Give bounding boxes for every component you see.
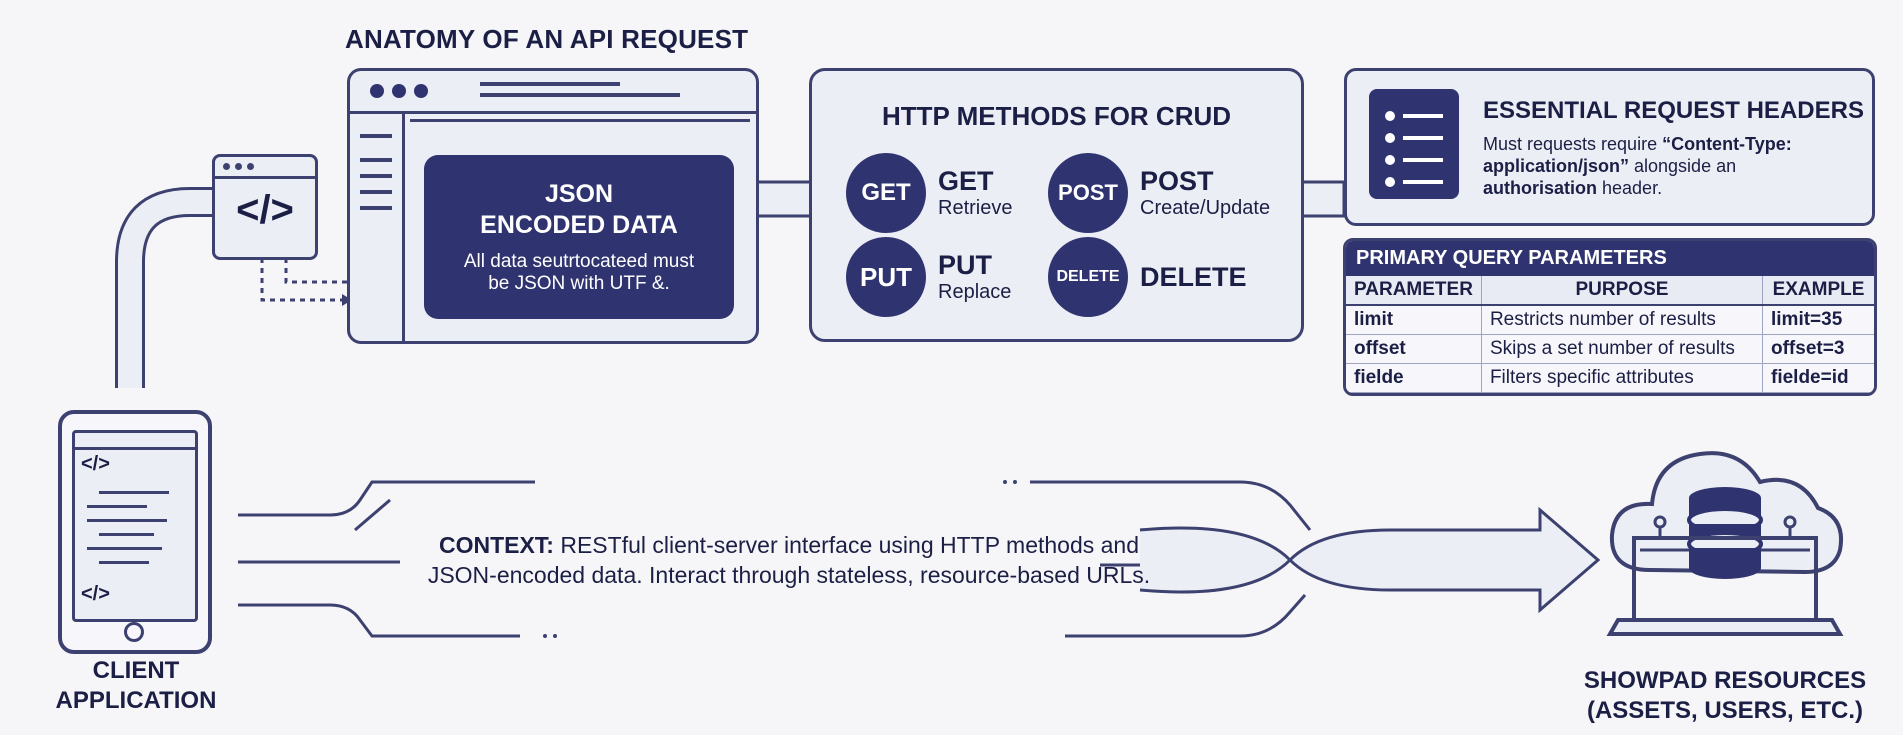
flow-line: [1030, 480, 1312, 531]
table-cell: offset=3: [1762, 334, 1874, 364]
method-name: DELETE: [1140, 262, 1247, 292]
method-desc: Retrieve: [938, 197, 1013, 219]
json-encoded-data-panel: JSON ENCODED DATA All data seutrtocateed…: [424, 155, 734, 319]
context-text: CONTEXT: RESTful client-server interface…: [394, 530, 1184, 590]
method-delete: DELETE DELETE: [1048, 237, 1247, 317]
headers-description: Must requests require “Content-Type: app…: [1483, 133, 1853, 199]
flow-line: [238, 603, 520, 638]
method-name: POST: [1140, 166, 1214, 196]
authorisation-label: authorisation: [1483, 178, 1598, 198]
flow-line: [1065, 594, 1307, 638]
post-badge: POST: [1048, 153, 1128, 233]
method-get: GET GET Retrieve: [846, 153, 1012, 233]
request-window: JSON ENCODED DATA All data seutrtocateed…: [347, 68, 759, 344]
table-cell: fielde=id: [1762, 363, 1874, 393]
method-name: GET: [938, 166, 994, 196]
headers-text: alongside an: [1629, 156, 1737, 176]
tablet-icon: </> </>: [58, 410, 212, 654]
table-cell: limit=35: [1762, 305, 1874, 335]
resources-label-line: (ASSETS, USERS, ETC.): [1586, 697, 1864, 724]
table-cell: Filters specific attributes: [1480, 363, 1763, 393]
headers-text: Must requests require: [1483, 134, 1663, 154]
pipe-segment: [753, 180, 813, 218]
code-icon: </>: [81, 583, 110, 605]
method-put: PUT PUT Replace: [846, 237, 1011, 317]
crud-title: HTTP METHODS FOR CRUD: [881, 101, 1232, 131]
context-line: RESTful client-server interface using HT…: [553, 532, 1140, 558]
page-title: ANATOMY OF AN API REQUEST: [345, 24, 749, 54]
table-cell: Restricts number of results: [1480, 305, 1763, 335]
delete-badge: DELETE: [1048, 237, 1128, 317]
arrow-right-icon: [1139, 506, 1601, 614]
window-titlebar: [350, 71, 756, 114]
code-icon: </>: [215, 176, 315, 241]
content-type-value: “Content-Type: application/json”: [1483, 134, 1792, 176]
window-dots: [215, 157, 315, 176]
table-row: limit Restricts number of results limit=…: [1346, 305, 1874, 335]
resources-label: SHOWPAD RESOURCES (ASSETS, USERS, ETC.): [1565, 666, 1885, 726]
dotted-connector: [260, 258, 342, 302]
request-headers-panel: ESSENTIAL REQUEST HEADERS Must requests …: [1344, 68, 1875, 226]
resources-label-line: SHOWPAD RESOURCES: [1583, 667, 1867, 694]
pipe-fill: [118, 190, 215, 388]
pipe-segment: [1296, 180, 1346, 218]
table-cell: fielde: [1346, 363, 1482, 393]
list-icon: [1369, 89, 1459, 199]
table-cell: Skips a set number of results: [1480, 334, 1763, 364]
home-button: [124, 622, 144, 642]
headers-title: ESSENTIAL REQUEST HEADERS: [1483, 97, 1864, 124]
tablet-screen: </> </>: [72, 430, 198, 622]
query-title: PRIMARY QUERY PARAMETERS: [1346, 241, 1874, 276]
cloud-server-icon: [1606, 451, 1844, 636]
query-parameters-panel: PRIMARY QUERY PARAMETERS PARAMETER PURPO…: [1343, 238, 1877, 396]
client-label-line: CLIENT: [92, 657, 180, 684]
flow-line: [238, 480, 535, 517]
context-line: JSON-encoded data. Interact through stat…: [427, 562, 1151, 588]
method-desc: Create/Update: [1140, 197, 1271, 219]
dotted-connector: [284, 258, 378, 284]
column-header: PARAMETER: [1346, 276, 1482, 306]
context-label: CONTEXT:: [438, 532, 554, 558]
table-cell: limit: [1346, 305, 1482, 335]
method-post: POST POST Create/Update: [1048, 153, 1270, 233]
json-description: All data seutrtocateed must be JSON with…: [463, 251, 695, 294]
method-desc: Replace: [938, 281, 1012, 303]
put-badge: PUT: [846, 237, 926, 317]
json-subheading: ENCODED DATA: [480, 211, 678, 239]
json-heading: JSON: [544, 180, 614, 208]
client-label: CLIENT APPLICATION: [36, 656, 236, 716]
code-window: </>: [212, 154, 318, 260]
column-header: EXAMPLE: [1762, 276, 1874, 306]
get-badge: GET: [846, 153, 926, 233]
window-sidebar: [350, 114, 405, 341]
client-label-line: APPLICATION: [55, 687, 217, 714]
crud-panel: HTTP METHODS FOR CRUD GET GET Retrieve P…: [809, 68, 1304, 342]
table-row: fielde Filters specific attributes field…: [1346, 363, 1874, 393]
column-header: PURPOSE: [1480, 276, 1763, 306]
table-row: offset Skips a set number of results off…: [1346, 334, 1874, 364]
headers-text: header.: [1597, 178, 1663, 198]
query-table: PARAMETER PURPOSE EXAMPLE limit Restrict…: [1346, 276, 1874, 393]
code-icon: </>: [81, 453, 110, 475]
table-cell: offset: [1346, 334, 1482, 364]
method-name: PUT: [938, 250, 992, 280]
